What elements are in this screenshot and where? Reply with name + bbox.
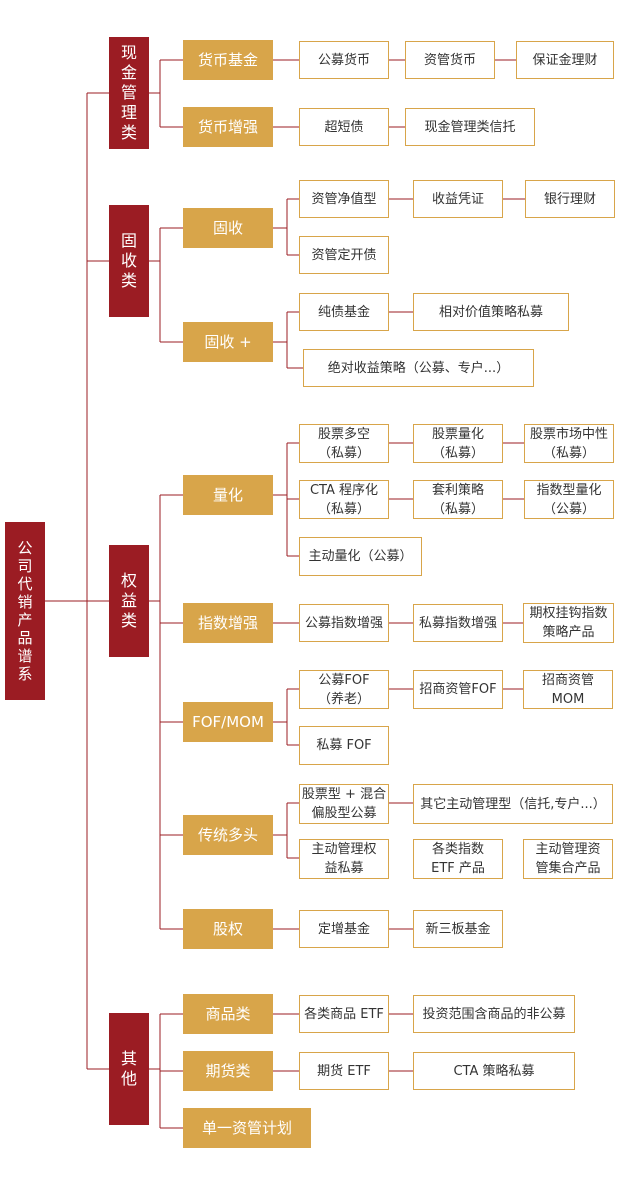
- category-equity: 权 益 类: [109, 545, 149, 657]
- leaf-bank-wealth-management: 银行理财: [525, 180, 615, 218]
- leaf-income-certificate: 收益凭证: [413, 180, 503, 218]
- sub-quant: 量化: [183, 475, 273, 515]
- leaf-private-placement-fund: 定增基金: [299, 910, 389, 948]
- leaf-pure-bond-fund: 纯债基金: [299, 293, 389, 331]
- leaf-market-neutral: 股票市场中性 （私募）: [524, 424, 614, 463]
- leaf-option-linked-index: 期权挂钩指数 策略产品: [523, 603, 614, 643]
- product-spectrum-root: 公 司 代 销 产 品 谱 系: [5, 522, 45, 700]
- leaf-absolute-return-strategy: 绝对收益策略（公募、专户...）: [303, 349, 534, 387]
- sub-fixed-plus: 固收 +: [183, 322, 273, 362]
- category-cash-management: 现 金 管 理 类: [109, 37, 149, 149]
- leaf-arbitrage-strategy: 套利策略 （私募）: [413, 480, 503, 519]
- sub-private-equity: 股权: [183, 909, 273, 949]
- category-other: 其 他: [109, 1013, 149, 1125]
- leaf-active-equity-private: 主动管理权 益私募: [299, 839, 389, 879]
- leaf-commodity-nonpublic: 投资范围含商品的非公募: [413, 995, 575, 1033]
- leaf-cta-programmatic: CTA 程序化 （私募）: [299, 480, 389, 519]
- sub-single-asset-plan: 单一资管计划: [183, 1108, 311, 1148]
- sub-fixed-income: 固收: [183, 208, 273, 248]
- leaf-active-am-collective: 主动管理资 管集合产品: [523, 839, 613, 879]
- leaf-active-quant: 主动量化（公募）: [299, 537, 422, 576]
- leaf-am-nav: 资管净值型: [299, 180, 389, 218]
- leaf-private-index-enhanced: 私募指数增强: [413, 604, 503, 642]
- leaf-private-fof: 私募 FOF: [299, 726, 389, 765]
- leaf-public-index-enhanced: 公募指数增强: [299, 604, 389, 642]
- leaf-cta-strategy-private: CTA 策略私募: [413, 1052, 575, 1090]
- sub-money-plus: 货币增强: [183, 107, 273, 147]
- leaf-am-money-fund: 资管货币: [405, 41, 495, 79]
- leaf-cash-management-trust: 现金管理类信托: [405, 108, 535, 146]
- leaf-relative-value-private: 相对价值策略私募: [413, 293, 569, 331]
- leaf-ultra-short-bond: 超短债: [299, 108, 389, 146]
- sub-traditional-long: 传统多头: [183, 815, 273, 855]
- leaf-other-active-management: 其它主动管理型（信托,专户...）: [413, 784, 613, 824]
- leaf-public-fof-pension: 公募FOF （养老）: [299, 670, 389, 709]
- sub-money-fund: 货币基金: [183, 40, 273, 80]
- category-fixed-income: 固 收 类: [109, 205, 149, 317]
- leaf-equity-quant: 股票量化 （私募）: [413, 424, 503, 463]
- sub-futures: 期货类: [183, 1051, 273, 1091]
- leaf-public-money-fund: 公募货币: [299, 41, 389, 79]
- leaf-cm-am-mom: 招商资管 MOM: [523, 670, 613, 709]
- leaf-futures-etf: 期货 ETF: [299, 1052, 389, 1090]
- leaf-neeq-fund: 新三板基金: [413, 910, 503, 948]
- leaf-index-etf: 各类指数 ETF 产品: [413, 839, 503, 879]
- leaf-commodity-etf: 各类商品 ETF: [299, 995, 389, 1033]
- sub-fof-mom: FOF/MOM: [183, 702, 273, 742]
- leaf-long-short-equity: 股票多空 （私募）: [299, 424, 389, 463]
- leaf-margin-wealth-management: 保证金理财: [516, 41, 614, 79]
- sub-commodity: 商品类: [183, 994, 273, 1034]
- leaf-am-periodic-bond: 资管定开债: [299, 236, 389, 274]
- leaf-cm-am-fof: 招商资管FOF: [413, 670, 503, 709]
- leaf-equity-hybrid-public: 股票型 + 混合 偏股型公募: [299, 784, 389, 824]
- sub-index-enhanced: 指数增强: [183, 603, 273, 643]
- leaf-index-quant: 指数型量化 （公募）: [524, 480, 614, 519]
